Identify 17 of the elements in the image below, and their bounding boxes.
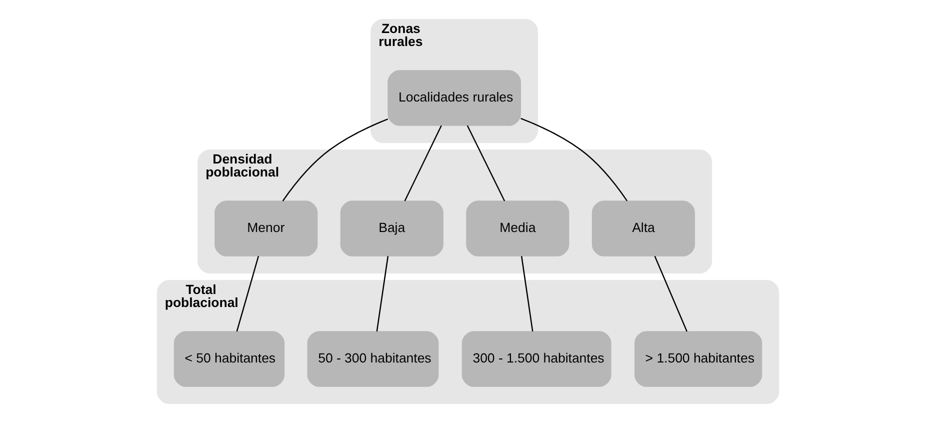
node-box: > 1.500 habitantes (634, 331, 762, 387)
node-box: Alta (592, 200, 695, 256)
node-box: Menor (214, 200, 318, 256)
connector (654, 256, 688, 332)
node-box: Baja (340, 200, 444, 256)
connector (404, 125, 442, 202)
connector (376, 256, 389, 332)
node-box: 50 - 300 habitantes (307, 331, 439, 387)
connector (282, 118, 388, 202)
node-box: < 50 habitantes (174, 331, 285, 387)
connector (236, 256, 260, 332)
node-box: 300 - 1.500 habitantes (462, 331, 612, 387)
connector (520, 118, 628, 202)
connector (520, 256, 534, 332)
connector (466, 125, 506, 202)
node-box: Media (466, 200, 570, 256)
node-box: Localidades rurales (388, 70, 521, 126)
